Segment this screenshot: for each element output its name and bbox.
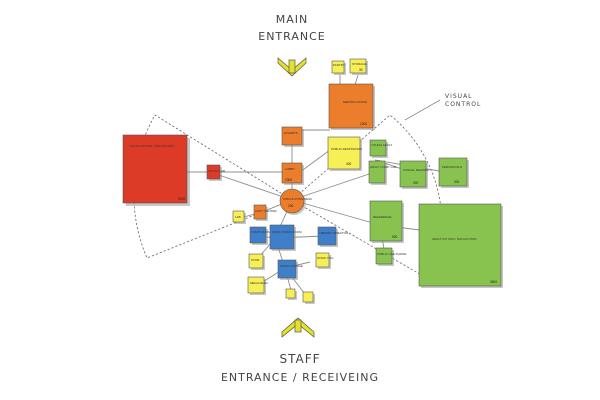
- room-label: REFERENCE: [373, 215, 392, 219]
- room-public-restrooms: PUBLIC RESTROOMS 400: [327, 136, 362, 171]
- room-label: ADULT FICTION / NON-FICTION: [432, 237, 477, 241]
- visual-control-label-line1: VISUAL: [445, 93, 473, 100]
- room-label: ADULT COMP. LAB: [370, 165, 396, 169]
- room-adult-fiction: ADULT FICTION / NON-FICTION 3600: [418, 203, 503, 288]
- room-area: 2100: [178, 197, 185, 201]
- room-label: PUBLIC RESTROOMS: [331, 147, 362, 151]
- visual-control-leader: [404, 99, 441, 121]
- room-pantry: PANTRY: [331, 60, 346, 75]
- room-label: MECH/ ELEC: [250, 281, 269, 285]
- room-label: STAFF LOUNGE: [280, 264, 303, 268]
- room-area: 1200: [360, 122, 367, 126]
- staff-entrance-arrow-icon: [281, 317, 315, 338]
- room-young-adult: YOUNG ADULT: [369, 139, 392, 158]
- room-lobby: LOBBY 1000: [281, 162, 304, 185]
- room-area: 3600: [490, 280, 497, 284]
- room-staff-toilet: STAFF TOIL.: [315, 252, 335, 269]
- room-exhibits: EXHIBITS: [281, 126, 304, 147]
- room-staff-lounge: STAFF LOUNGE: [277, 259, 303, 280]
- room-small-a: [285, 288, 297, 300]
- room-label: LOBBY: [285, 167, 295, 171]
- room-label: STAFF WORK ROOM: [272, 230, 302, 234]
- staff-entrance-label-line2: ENTRANCE / RECEIVEING: [221, 371, 379, 384]
- room-area: 240: [413, 181, 419, 185]
- room-label: YOUTH FICTION / NON-FICTION: [129, 144, 175, 148]
- room-label: COMP. ROOM: [251, 230, 271, 234]
- room-periodicals: PERIODICALS 300: [438, 157, 469, 188]
- room-area: 30: [359, 68, 363, 72]
- room-label: CIRCULATION DESK: [283, 197, 312, 201]
- room-circulation-desk[interactable]: CIRCULATION DESK 200: [279, 188, 312, 215]
- room-meeting-room: MEETING ROOM 1200: [328, 83, 375, 130]
- main-entrance-label-line1: MAIN: [276, 13, 309, 26]
- room-label: EXHIBITS: [284, 131, 298, 135]
- room-mech-elec: MECH/ ELEC: [247, 276, 269, 295]
- room-area: 500: [392, 235, 398, 239]
- room-label: PANTRY: [333, 63, 345, 67]
- room-public-use-phones: PUBLIC USE PHONE: [375, 247, 406, 266]
- room-library-director: LIBRARY DIRECTOR: [317, 226, 349, 247]
- visual-control-label-line2: CONTROL: [445, 101, 481, 108]
- room-label: STOR.: [251, 258, 260, 262]
- room-label: YOUNG ADULT: [371, 143, 392, 147]
- room-comp-room: COMP. ROOM: [249, 226, 271, 245]
- room-reference: REFERENCE 500: [369, 200, 404, 243]
- room-small-b: [302, 291, 315, 304]
- room-storage-2: STOR.: [248, 253, 265, 270]
- room-area: 300: [454, 180, 460, 184]
- room-storage: STORAGE 30: [349, 58, 368, 75]
- main-entrance-arrow-icon: [277, 57, 307, 77]
- room-label: PERIODICALS: [442, 165, 462, 169]
- room-adult-computer-lab: ADULT COMP. LAB: [368, 160, 396, 185]
- room-label: COPY CENTER: [255, 209, 277, 213]
- room-label: CASUAL READING: [403, 168, 430, 172]
- room-youth-fiction: YOUTH FICTION / NON-FICTION 2100: [122, 134, 190, 206]
- room-label: YOUTH LAB: [208, 169, 225, 173]
- room-label: LAB: [235, 215, 241, 219]
- room-label: MEETING ROOM: [343, 100, 367, 104]
- room-area: 200: [288, 204, 294, 208]
- room-area: 400: [346, 162, 352, 166]
- room-label: STAFF TOIL.: [317, 256, 335, 260]
- room-copy-center: COPY CENTER: [253, 204, 277, 221]
- staff-entrance-label-line1: STAFF: [279, 352, 320, 366]
- room-label: STORAGE: [352, 62, 367, 66]
- room-youth-small: YOUTH LAB: [206, 164, 225, 181]
- room-area: 1000: [285, 178, 292, 182]
- room-lab: LAB: [232, 210, 246, 224]
- room-casual-reading: CASUAL READING 240: [399, 160, 430, 189]
- main-entrance-label-line2: ENTRANCE: [258, 30, 325, 43]
- room-staff-work-room: STAFF WORK ROOM: [269, 224, 302, 251]
- room-label: LIBRARY DIRECTOR: [319, 231, 349, 235]
- room-label: PUBLIC USE PHONE: [377, 252, 406, 256]
